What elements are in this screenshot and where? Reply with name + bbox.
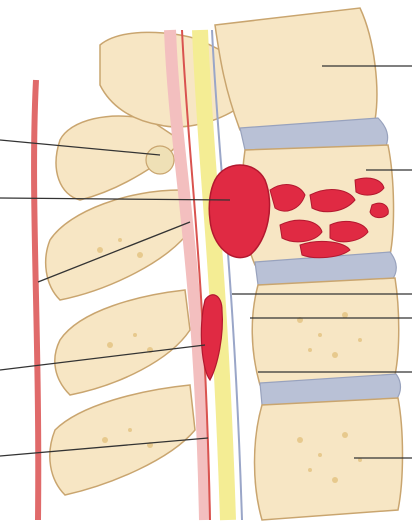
facet-joint (146, 146, 174, 174)
epidural-tumor-mass (209, 165, 269, 258)
spinous-process-4 (50, 385, 195, 495)
spinous-process-3 (55, 290, 190, 395)
vertebral-body-4 (255, 398, 403, 520)
posterior-vessel (34, 80, 38, 520)
spinous-process-2 (46, 190, 190, 300)
vertebral-body-1 (215, 8, 377, 130)
